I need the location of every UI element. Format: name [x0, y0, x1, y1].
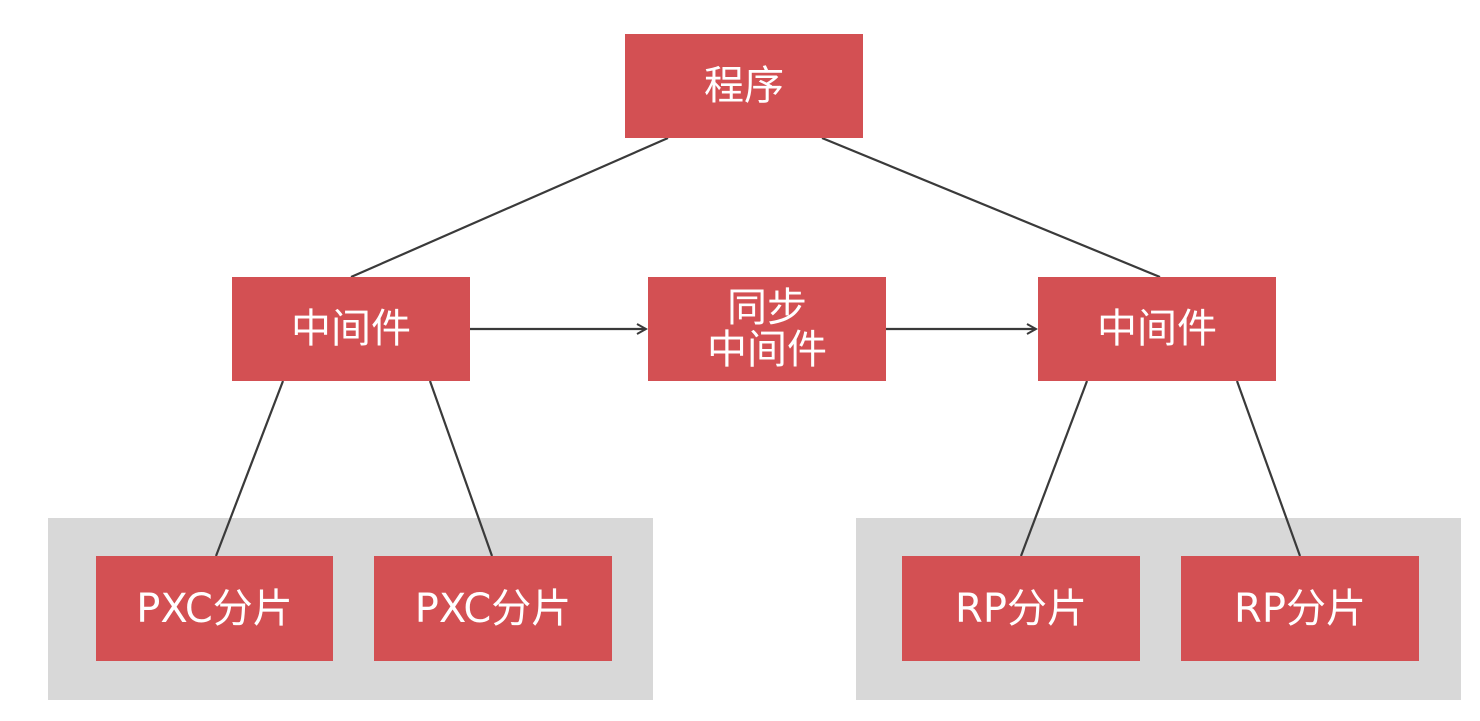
rp-shard-2-label: RP分片: [1234, 585, 1366, 632]
rp-shard-node-1: RP分片: [902, 556, 1140, 661]
middleware-left-label: 中间件: [291, 306, 411, 352]
program-node: 程序: [625, 34, 863, 138]
rp-shard-1-label: RP分片: [955, 585, 1087, 632]
middleware-right-label: 中间件: [1097, 306, 1217, 352]
sync-middleware-node: 同步 中间件: [648, 277, 886, 381]
pxc-shard-node-1: PXC分片: [96, 556, 333, 661]
rp-shard-node-2: RP分片: [1181, 556, 1419, 661]
pxc-shard-1-label: PXC分片: [136, 585, 293, 632]
link-program-to-middleware-right: [821, 136, 1161, 279]
link-program-to-middleware-left: [350, 136, 669, 279]
program-label: 程序: [704, 63, 784, 109]
sync-middleware-label-line2: 中间件: [707, 327, 827, 373]
middleware-left-node: 中间件: [232, 277, 470, 381]
pxc-shard-2-label: PXC分片: [414, 585, 572, 632]
middleware-right-node: 中间件: [1038, 277, 1276, 381]
pxc-shard-node-2: PXC分片: [374, 556, 612, 661]
sync-middleware-label-line1: 同步: [727, 285, 807, 331]
